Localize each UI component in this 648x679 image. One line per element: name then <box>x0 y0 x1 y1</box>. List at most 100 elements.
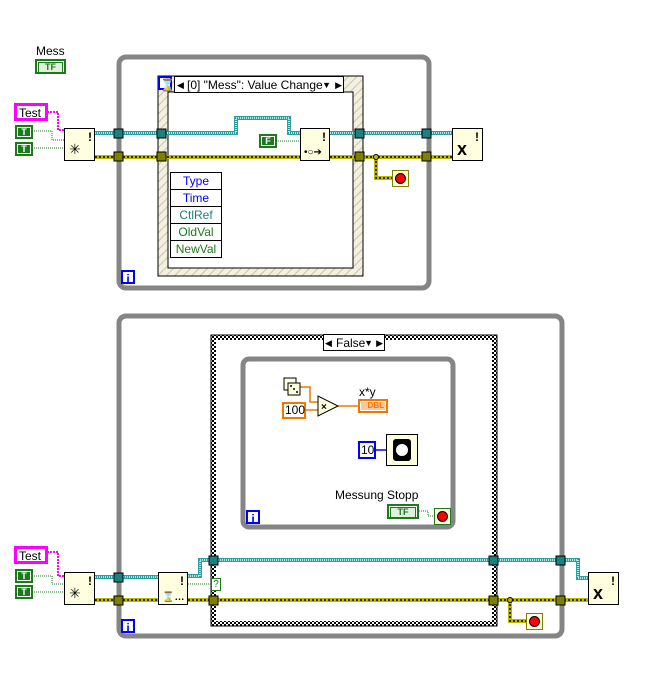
random-number-icon[interactable] <box>283 377 301 396</box>
tunnel-error-event-in <box>156 151 167 162</box>
tunnel-error-case-out <box>488 595 499 606</box>
case-selector[interactable]: ◀ False ▼ ▶ <box>323 334 385 351</box>
event-data-oldval[interactable]: OldVal <box>171 224 221 241</box>
event-data-node[interactable]: Type Time CtlRef OldVal NewVal <box>170 172 222 258</box>
product-indicator-terminal[interactable]: DBL <box>358 399 388 413</box>
string-constant-test-bottom[interactable]: Test <box>14 546 48 564</box>
destroy-x-icon: x <box>457 139 468 159</box>
watch-face <box>396 444 408 456</box>
bool-wire-top-1 <box>34 130 64 141</box>
stop-terminal-top[interactable] <box>392 170 409 187</box>
tunnel-error-event-out <box>354 151 365 162</box>
wait-ms-node[interactable] <box>386 434 418 466</box>
stop-terminal-inner[interactable] <box>434 508 451 525</box>
inner-while-loop[interactable] <box>240 356 456 530</box>
event-timeout-terminal[interactable]: ⌛ <box>158 76 175 92</box>
destroy-event-node-bottom[interactable]: ! x <box>588 572 619 605</box>
wait-on-event-node[interactable]: ! ⌛… <box>158 572 188 605</box>
signal-arrow-icon: •○➔ <box>304 147 322 158</box>
bool-constant-label: T <box>18 572 30 581</box>
error-warning-icon: ! <box>88 130 92 144</box>
bool-wire-stop <box>419 510 434 517</box>
event-data-ctlref[interactable]: CtlRef <box>171 207 221 224</box>
multiply-node[interactable]: × <box>317 395 340 417</box>
decrement-arrow[interactable]: ◀ <box>177 80 184 90</box>
false-constant[interactable]: F <box>259 134 277 148</box>
generate-event-node[interactable]: ! •○➔ <box>300 128 330 161</box>
iteration-terminal-top: i <box>121 270 135 286</box>
dbl-wire-random <box>300 386 318 403</box>
tunnel-refnum-loop-in-b <box>113 572 124 583</box>
false-constant-label: F <box>262 137 274 146</box>
numeric-constant-100[interactable]: 100 <box>282 402 306 419</box>
event-data-type[interactable]: Type <box>171 173 221 190</box>
tunnel-refnum-event-in <box>156 128 167 139</box>
dbl-type-label: DBL <box>361 402 385 410</box>
top-while-loop[interactable] <box>116 54 432 291</box>
destroy-x-icon: x <box>593 583 604 603</box>
string-wire-bottom <box>47 551 64 577</box>
tunnel-error-loop-in <box>113 151 124 162</box>
event-case-label: [0] "Mess": Value Change <box>187 78 323 92</box>
tunnel-error-loop-out-b <box>555 595 566 606</box>
dropdown-arrow-icon[interactable]: ▼ <box>322 80 331 90</box>
stop-control-terminal[interactable]: TF <box>387 504 419 519</box>
tunnel-error-loop-out <box>421 151 432 162</box>
bool-constant-label: T <box>18 128 30 137</box>
error-warning-icon: ! <box>611 574 615 588</box>
register-sparkle-icon: ✳ <box>69 141 81 157</box>
svg-text:×: × <box>321 402 327 413</box>
destroy-event-node-top[interactable]: ! x <box>452 128 483 161</box>
increment-arrow[interactable]: ▶ <box>335 80 342 90</box>
stop-sign-icon <box>395 173 406 184</box>
register-events-node-bottom[interactable]: ! ✳ <box>64 572 95 605</box>
tunnel-refnum-loop-out-b <box>555 555 566 566</box>
mess-control-label: Mess <box>36 44 65 58</box>
bottom-while-loop[interactable] <box>116 313 565 639</box>
case-selector-label: False <box>336 336 366 350</box>
bool-wire-bottom-1 <box>34 575 64 585</box>
dropdown-arrow-icon[interactable]: ▼ <box>364 338 373 348</box>
bool-constant-bottom-2[interactable]: T <box>15 585 33 599</box>
error-warning-icon: ! <box>88 574 92 588</box>
mess-control-terminal[interactable]: TF <box>35 59 66 74</box>
hourglass-icon: ⌛… <box>162 592 185 603</box>
stop-terminal-outer[interactable] <box>526 613 543 630</box>
wait-constant-10[interactable]: 10 <box>358 441 376 459</box>
stop-control-label: Messung Stopp <box>335 488 419 502</box>
stop-sign-icon <box>529 616 540 627</box>
bool-constant-label: T <box>18 145 30 154</box>
case-selector-terminal[interactable]: ? <box>211 578 221 591</box>
event-data-newval[interactable]: NewVal <box>175 242 217 256</box>
product-indicator-label: x*y <box>359 385 376 399</box>
refnum-wire-bottom <box>95 558 588 580</box>
bool-constant-label: T <box>18 588 30 597</box>
stop-sign-icon <box>437 511 448 522</box>
event-data-time[interactable]: Time <box>171 190 221 207</box>
register-sparkle-icon: ✳ <box>69 585 81 601</box>
iteration-terminal-outer: i <box>121 619 135 635</box>
tunnel-refnum-case-out <box>488 555 499 566</box>
tunnel-error-loop-in-b <box>113 595 124 606</box>
error-wire-bottom <box>95 597 588 623</box>
iteration-terminal-inner: i <box>246 510 260 526</box>
event-case-selector[interactable]: ◀ [0] "Mess": Value Change ▼ ▶ <box>174 76 344 93</box>
increment-arrow[interactable]: ▶ <box>376 338 383 348</box>
string-wire-top <box>47 111 64 131</box>
decrement-arrow[interactable]: ◀ <box>325 338 332 348</box>
bool-constant-top-1[interactable]: T <box>15 125 33 139</box>
bool-constant-top-2[interactable]: T <box>15 142 33 156</box>
tunnel-refnum-loop-out <box>421 128 432 139</box>
mess-control-type: TF <box>38 62 63 73</box>
refnum-wire-top <box>95 116 452 135</box>
tunnel-refnum-loop-in <box>113 128 124 139</box>
stop-control-type: TF <box>390 507 416 518</box>
bool-constant-bottom-1[interactable]: T <box>15 569 33 583</box>
string-constant-test-top[interactable]: Test <box>14 103 48 121</box>
error-warning-icon: ! <box>475 130 479 144</box>
error-warning-icon: ! <box>322 130 326 144</box>
error-warning-icon: ! <box>180 574 184 588</box>
register-events-node-top[interactable]: ! ✳ <box>64 128 95 161</box>
tunnel-refnum-case-in <box>208 555 219 566</box>
